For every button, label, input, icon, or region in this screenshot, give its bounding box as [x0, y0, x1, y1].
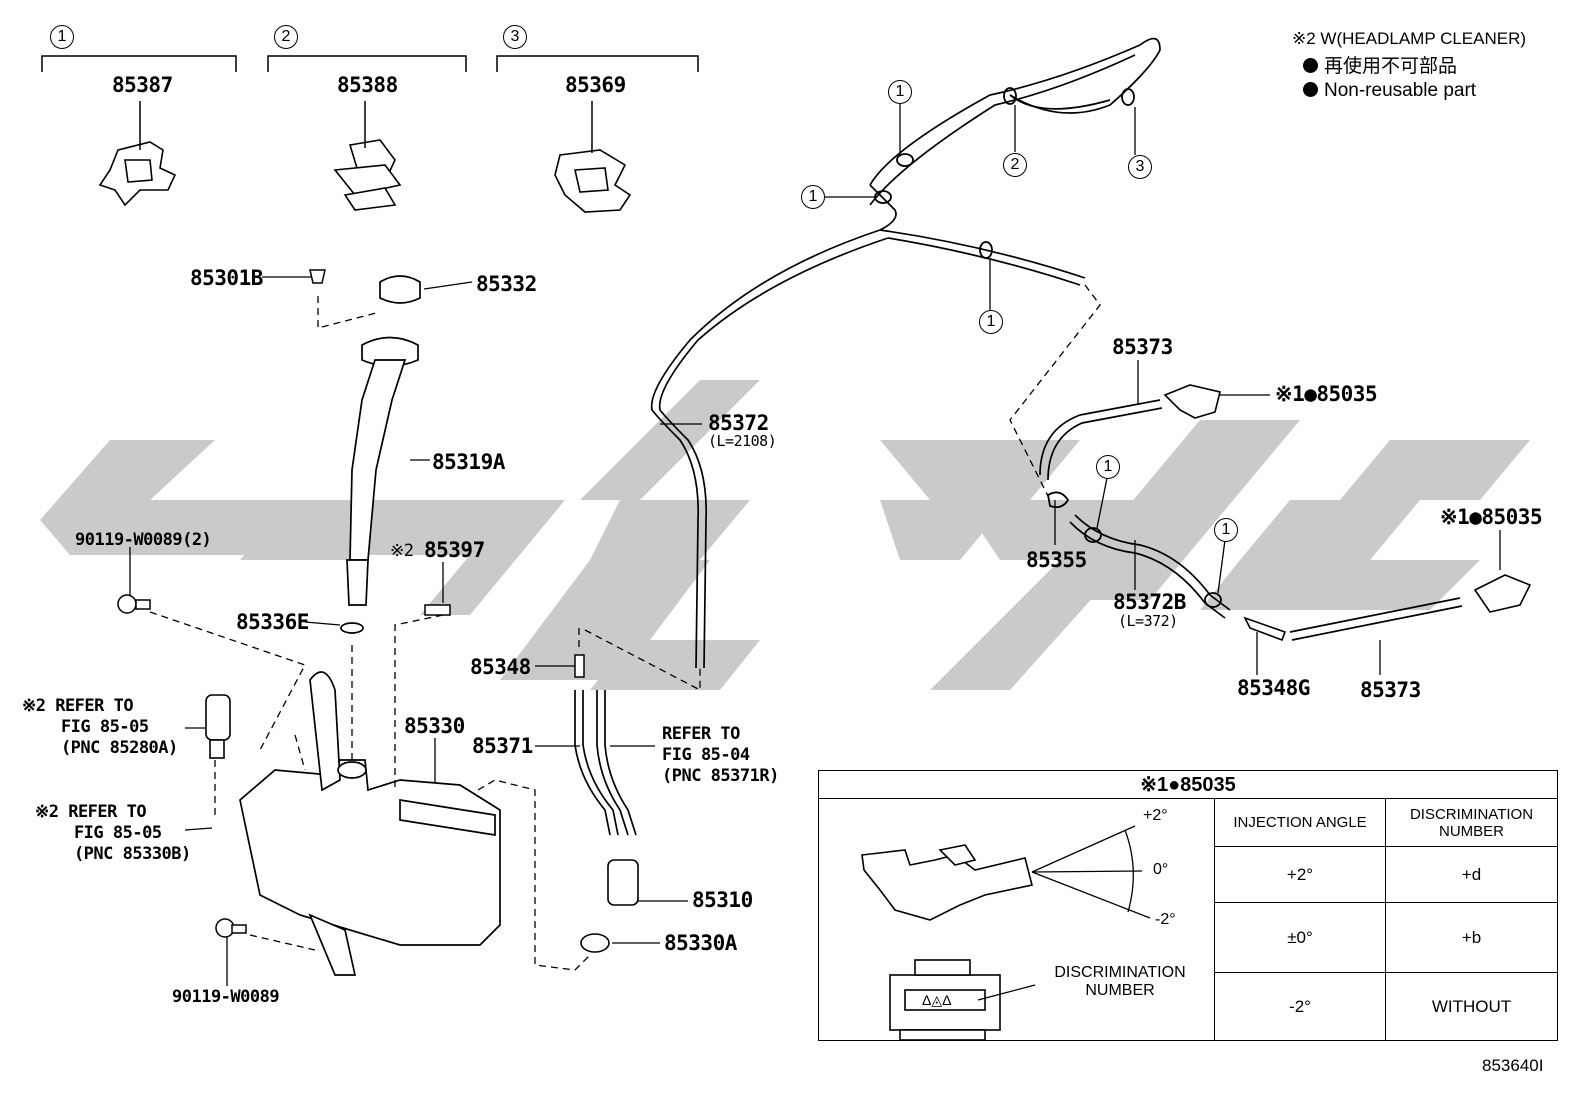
nonreusable-en-note: Non-reusable part — [1303, 81, 1476, 100]
detail-table-title: ※1●85035 — [818, 770, 1558, 799]
part-85369[interactable]: 85369 — [565, 73, 626, 97]
part-85372B[interactable]: 85372B — [1113, 590, 1186, 614]
disc-cell: WITHOUT — [1385, 972, 1558, 1041]
angle-cell: -2° — [1214, 972, 1386, 1041]
disc-cell: +d — [1385, 846, 1558, 903]
bullet-icon — [1303, 82, 1318, 97]
hoses-drawing — [574, 37, 1463, 836]
hose-clip-rings — [874, 87, 1222, 608]
col-injection-angle: INJECTION ANGLE — [1214, 798, 1386, 847]
injection-angle-table: ※1●85035 INJECTION ANGLE DISCRIMINATION … — [818, 770, 1558, 1041]
nonreusable-jp-note: 再使用不可部品 — [1303, 57, 1457, 76]
discrimination-mark: Δ◬Δ — [922, 992, 952, 1008]
part-85397-mark: ※2 — [390, 541, 414, 561]
part-85373-top[interactable]: 85373 — [1112, 335, 1173, 359]
part-85330[interactable]: 85330 — [404, 714, 465, 738]
part-85035-top[interactable]: ※1●85035 — [1275, 382, 1378, 406]
nonreusable-jp-text: 再使用不可部品 — [1324, 56, 1458, 77]
nozzle-drawings — [1163, 384, 1532, 642]
hose-circle-1e: 1 — [1214, 518, 1238, 542]
tank-assembly-drawing — [239, 275, 501, 976]
index-circle-3: 3 — [503, 25, 527, 49]
part-85372B-length: (L=372) — [1118, 612, 1178, 630]
circle-leaders — [825, 103, 1226, 594]
angle-minus-label: -2° — [1155, 911, 1176, 928]
part-85387[interactable]: 85387 — [112, 73, 173, 97]
clip-85369-drawing — [554, 149, 632, 213]
hose-circle-1a: 1 — [888, 80, 912, 104]
part-85388[interactable]: 85388 — [337, 73, 398, 97]
angle-plus-label: +2° — [1143, 807, 1168, 824]
index-circle-2: 2 — [274, 25, 298, 49]
part-85355[interactable]: 85355 — [1026, 548, 1087, 572]
part-85372[interactable]: 85372 — [708, 411, 769, 435]
part-85348[interactable]: 85348 — [470, 655, 531, 679]
part-85319A[interactable]: 85319A — [432, 450, 505, 474]
index-circle-1: 1 — [50, 25, 74, 49]
leader-lines — [129, 276, 1501, 986]
hose-circle-1d: 1 — [1096, 455, 1120, 479]
hose-circle-3: 3 — [1128, 155, 1152, 179]
top-part-brackets — [41, 55, 699, 72]
part-85035-right[interactable]: ※1●85035 — [1440, 505, 1543, 529]
part-90119[interactable]: 90119-W0089 — [172, 987, 280, 1007]
angle-cell: +2° — [1214, 846, 1386, 903]
part-85310[interactable]: 85310 — [692, 888, 753, 912]
hose-circle-1b: 1 — [801, 185, 825, 209]
part-85301B[interactable]: 85301B — [190, 266, 263, 290]
part-85397[interactable]: 85397 — [424, 538, 485, 562]
clip-85388-drawing — [333, 139, 402, 211]
part-85372-length: (L=2108) — [708, 432, 777, 450]
bolts-drawing — [117, 269, 585, 938]
part-85332[interactable]: 85332 — [476, 272, 537, 296]
clip-85387-drawing — [98, 141, 177, 207]
hose-circle-2: 2 — [1003, 153, 1027, 177]
refer-note-85280A[interactable]: ※2 REFER TO FIG 85-05 (PNC 85280A) — [22, 696, 178, 758]
part-85336E[interactable]: 85336E — [236, 610, 309, 634]
headlamp-note: ※2 W(HEADLAMP CLEANER) — [1292, 29, 1527, 48]
nonreusable-en-text: Non-reusable part — [1324, 80, 1477, 101]
angle-cell: ±0° — [1214, 902, 1386, 973]
dashed-guides — [149, 284, 1101, 971]
part-85371[interactable]: 85371 — [472, 734, 533, 758]
part-85348G[interactable]: 85348G — [1237, 676, 1310, 700]
detail-illustration-cell — [818, 798, 1215, 1041]
refer-note-85330B[interactable]: ※2 REFER TO FIG 85-05 (PNC 85330B) — [35, 802, 191, 864]
discrimination-number-callout: DISCRIMINATION NUMBER — [1054, 964, 1186, 999]
watermark-logo — [40, 380, 1530, 690]
part-85330A[interactable]: 85330A — [664, 931, 737, 955]
part-90119-2[interactable]: 90119-W0089(2) — [75, 530, 212, 550]
refer-note-85371R[interactable]: REFER TO FIG 85-04 (PNC 85371R) — [662, 724, 779, 786]
part-85373-bottom[interactable]: 85373 — [1360, 678, 1421, 702]
hose-circle-1c: 1 — [979, 310, 1003, 334]
bullet-icon — [1303, 58, 1318, 73]
disc-cell: +b — [1385, 902, 1558, 973]
diagram-code: 853640I — [1482, 1056, 1544, 1075]
angle-zero-label: 0° — [1153, 861, 1169, 878]
pump-drawing — [205, 694, 639, 953]
col-discrimination-number: DISCRIMINATION NUMBER — [1385, 798, 1558, 847]
